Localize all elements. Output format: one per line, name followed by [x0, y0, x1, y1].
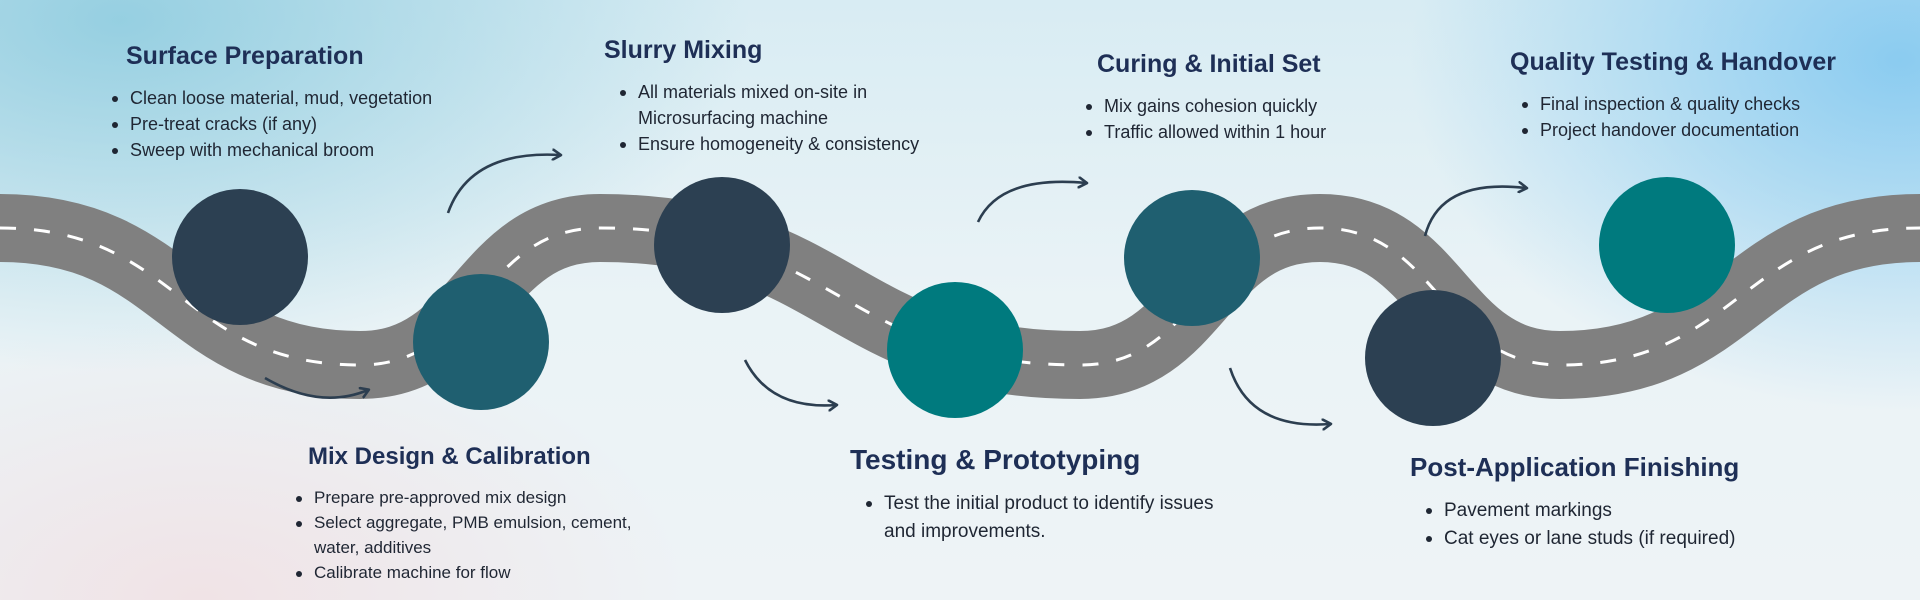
arrow-icon — [1423, 187, 1526, 237]
arrow-icon — [264, 376, 368, 399]
step-bullets: Prepare pre-approved mix design Select a… — [292, 485, 672, 585]
step-bullets: Final inspection & quality checks Projec… — [1518, 91, 1910, 143]
step-bullets: Clean loose material, mud, vegetation Pr… — [108, 85, 432, 163]
arrow-icon — [976, 182, 1086, 223]
step-curing-initial-set: Curing & Initial Set Mix gains cohesion … — [1082, 50, 1402, 145]
arrow-icon — [1228, 367, 1330, 425]
step-circle-3 — [654, 177, 790, 313]
bullet-item: Pre-treat cracks (if any) — [108, 111, 432, 137]
step-title: Curing & Initial Set — [1097, 50, 1321, 78]
step-circle-6 — [1365, 290, 1501, 426]
step-title: Post-Application Finishing — [1410, 452, 1740, 482]
road-lane-markings — [0, 226, 1920, 367]
step-slurry-mixing: Slurry Mixing All materials mixed on-sit… — [604, 36, 956, 157]
bullet-item: Select aggregate, PMB emulsion, cement, … — [292, 510, 672, 560]
step-circle-7 — [1599, 177, 1735, 313]
step-circle-2 — [413, 274, 549, 410]
bullet-item: Cat eyes or lane studs (if required) — [1422, 525, 1830, 553]
bullet-item: Mix gains cohesion quickly — [1082, 93, 1402, 119]
step-title: Quality Testing & Handover — [1510, 48, 1836, 76]
bullet-item: Test the initial product to identify iss… — [862, 490, 1232, 546]
step-title: Surface Preparation — [126, 42, 364, 70]
bullet-item: Sweep with mechanical broom — [108, 137, 432, 163]
bullet-item: All materials mixed on-site in Microsurf… — [616, 79, 956, 131]
bullet-item: Ensure homogeneity & consistency — [616, 131, 956, 157]
step-surface-preparation: Surface Preparation Clean loose material… — [108, 42, 432, 163]
bullet-item: Project handover documentation — [1518, 117, 1910, 143]
step-mix-design-calibration: Mix Design & Calibration Prepare pre-app… — [292, 443, 672, 585]
bullet-item: Calibrate machine for flow — [292, 560, 672, 585]
step-circle-1 — [172, 189, 308, 325]
step-quality-testing-handover: Quality Testing & Handover Final inspect… — [1510, 48, 1910, 143]
bullet-item: Prepare pre-approved mix design — [292, 485, 672, 510]
step-post-application-finishing: Post-Application Finishing Pavement mark… — [1410, 452, 1830, 553]
step-title: Mix Design & Calibration — [308, 443, 591, 470]
arrow-icon — [743, 359, 836, 405]
bullet-item: Pavement markings — [1422, 497, 1830, 525]
step-circle-4 — [887, 282, 1023, 418]
bullet-item: Clean loose material, mud, vegetation — [108, 85, 432, 111]
bullet-item: Traffic allowed within 1 hour — [1082, 119, 1402, 145]
bullet-item: Final inspection & quality checks — [1518, 91, 1910, 117]
step-testing-prototyping: Testing & Prototyping Test the initial p… — [850, 444, 1232, 546]
step-bullets: Mix gains cohesion quickly Traffic allow… — [1082, 93, 1402, 145]
step-title: Testing & Prototyping — [850, 444, 1141, 475]
step-circle-5 — [1124, 190, 1260, 326]
step-bullets: Test the initial product to identify iss… — [862, 490, 1232, 546]
step-bullets: All materials mixed on-site in Microsurf… — [616, 79, 956, 157]
step-bullets: Pavement markings Cat eyes or lane studs… — [1422, 497, 1830, 553]
step-title: Slurry Mixing — [604, 36, 763, 64]
arrow-icon — [446, 155, 560, 214]
